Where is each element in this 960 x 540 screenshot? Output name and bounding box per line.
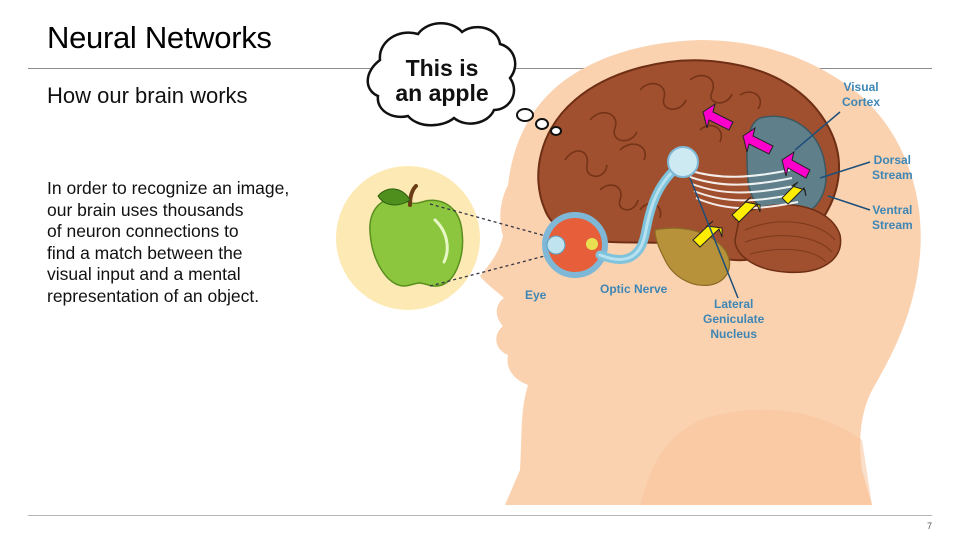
optic-nerve-core: [598, 163, 682, 261]
body-line: In order to recognize an image,: [47, 178, 290, 198]
label-line: Nucleus: [710, 327, 758, 341]
footer-divider: [28, 515, 932, 516]
apple-stem: [408, 184, 418, 207]
eye-lens: [546, 235, 566, 255]
thought-dot: [535, 118, 549, 130]
label-eye: Eye: [525, 288, 547, 302]
apple-highlight: [433, 218, 449, 264]
body-line: of neuron connections to: [47, 221, 239, 241]
eye-retina-spot: [586, 238, 598, 250]
label-optic-nerve: Optic Nerve: [600, 282, 668, 296]
label-line: Stream: [872, 168, 913, 182]
chiasm: [667, 146, 699, 178]
thought-dot: [516, 108, 534, 122]
ventral-arrows: [692, 181, 807, 248]
thought-line: This is: [405, 55, 479, 81]
apple: [369, 197, 464, 287]
body-line: representation of an object.: [47, 285, 260, 306]
body-line: visual input and a mental: [47, 264, 241, 284]
projection-lines: [429, 203, 561, 287]
label-ventral-stream: Ventral Stream: [872, 203, 913, 233]
slide-title: Neural Networks: [47, 20, 272, 55]
cerebellum: [734, 203, 842, 274]
cerebellum-lines: [744, 221, 836, 263]
head-shadow: [640, 409, 872, 505]
thought-line: an apple: [395, 80, 489, 106]
thought-bubble-text: This is an apple: [372, 56, 512, 106]
body-line: find a match between the: [47, 242, 243, 263]
label-line: Visual: [843, 80, 879, 94]
label-line: Stream: [872, 218, 913, 232]
label-visual-cortex: Visual Cortex: [842, 80, 880, 110]
label-line: Cortex: [842, 95, 881, 109]
label-dorsal-stream: Dorsal Stream: [872, 153, 913, 183]
slide-subtitle: How our brain works: [47, 83, 248, 108]
label-line: Lateral: [714, 297, 754, 311]
eye: [542, 212, 608, 278]
label-line: Dorsal: [873, 153, 912, 167]
body-line: our brain uses thousands: [47, 199, 244, 220]
thought-dot: [550, 126, 562, 136]
label-lgn: Lateral Geniculate Nucleus: [703, 297, 764, 342]
dorsal-arrows: [702, 102, 811, 179]
apple-leaf: [377, 188, 411, 206]
label-line: Ventral: [872, 203, 913, 217]
thought-bubble: [366, 22, 517, 127]
label-line: Geniculate: [703, 312, 765, 326]
body-text: In order to recognize an image, our brai…: [47, 178, 289, 307]
label-leaders: [689, 111, 871, 299]
page-number: 7: [926, 521, 932, 531]
